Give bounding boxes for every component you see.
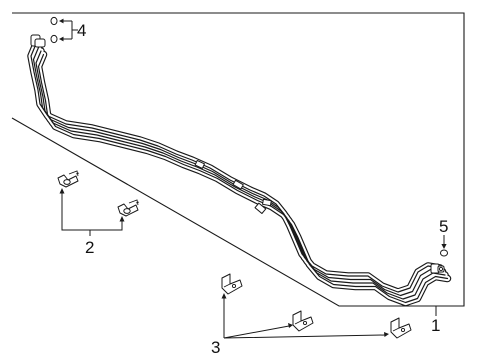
arrowhead: [288, 323, 293, 328]
tube-line-2: [30, 44, 446, 299]
bracket-group: [221, 273, 412, 339]
arrowhead: [119, 216, 125, 222]
arrowhead: [59, 188, 65, 194]
arrowhead: [59, 18, 64, 24]
tube-line-1: [30, 43, 441, 293]
arrowhead: [441, 244, 447, 249]
leader-line-3: [223, 298, 386, 339]
tube-line-2: [32, 46, 444, 297]
tube-junction-blocks: [194, 159, 272, 215]
tube-line-3: [33, 48, 448, 302]
clip-group: [57, 170, 140, 236]
seal-ring: [50, 34, 58, 44]
callout-label-2: 2: [85, 238, 94, 257]
arrowhead: [384, 332, 389, 337]
leader-line-2: [61, 193, 123, 236]
bracket: [390, 317, 412, 339]
clip: [57, 170, 80, 188]
seal-pair-group: [50, 16, 78, 44]
callout-label-3: 3: [211, 338, 220, 357]
tube-line-3: [35, 50, 446, 300]
seal-ring: [50, 16, 58, 26]
clip: [117, 199, 140, 217]
seal-single-group: [440, 235, 448, 257]
tube-end-fitting-top: [30, 34, 46, 48]
arrowhead: [221, 293, 227, 299]
tube-line-4: [35, 51, 451, 306]
callout-label-4: 4: [77, 21, 86, 40]
arrowhead: [59, 36, 64, 42]
tube-line-3: [32, 47, 449, 303]
bracket: [292, 310, 314, 332]
tube-bundle: [27, 40, 452, 307]
bracket: [221, 273, 243, 295]
tube-line-4: [37, 53, 449, 304]
leader-line-4: [71, 21, 78, 39]
tube-line-4: [34, 50, 452, 307]
tube-end-fitting-right: [430, 263, 445, 274]
seal-ring: [440, 249, 448, 257]
callout-label-1: 1: [431, 316, 440, 335]
tube-line-2: [29, 43, 447, 300]
assembly-frame: [11, 12, 465, 307]
callout-label-5: 5: [439, 217, 448, 236]
